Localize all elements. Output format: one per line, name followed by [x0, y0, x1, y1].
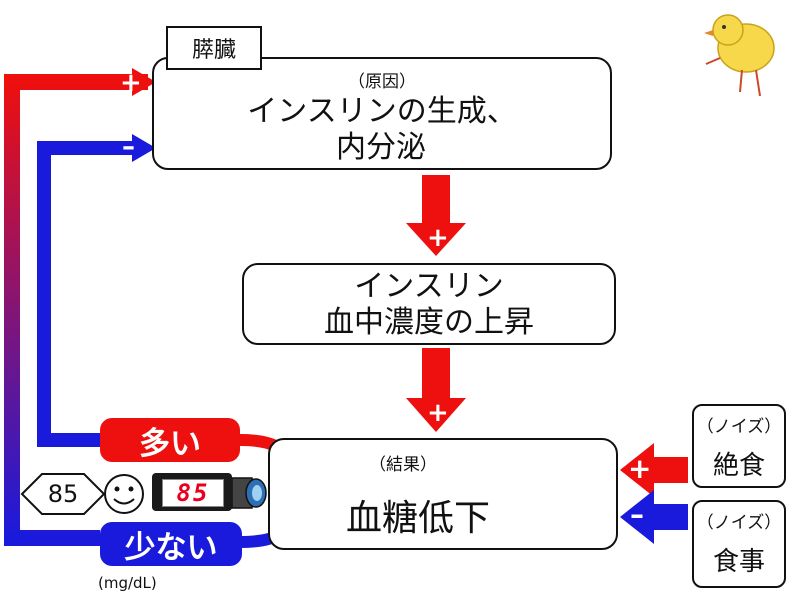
cause-box: （原因） インスリンの生成、 内分泌 — [152, 57, 612, 170]
plus-sign-arrow-2: + — [427, 398, 449, 428]
plus-sign-outer: + — [120, 68, 142, 98]
minus-sign-meal: – — [630, 498, 644, 531]
arrow-meal-to-result — [620, 490, 688, 544]
noise-fasting-box: （ノイズ） 絶食 — [692, 404, 786, 488]
outer-loop-arrowhead — [132, 68, 156, 96]
cause-line-1: インスリンの生成、 — [247, 94, 517, 129]
glucose-meter: 85 — [152, 473, 232, 511]
noise-meal-box: （ノイズ） 食事 — [692, 500, 786, 588]
meter-value: 85 — [47, 480, 79, 508]
smiley-icon — [104, 474, 144, 514]
cause-line-2: 内分泌 — [336, 130, 426, 165]
unit-label: (mg/dL) — [98, 574, 157, 592]
noise-meal-label: 食事 — [712, 547, 765, 577]
outer-feedback-loop — [4, 74, 148, 546]
arrow-fasting-to-result — [620, 443, 688, 497]
low-pill: 少ない — [100, 522, 242, 566]
inner-feedback-loop — [37, 141, 136, 447]
result-label: 血糖低下 — [345, 498, 490, 539]
sensor-icon — [231, 477, 267, 509]
insulin-line-2: 血中濃度の上昇 — [324, 305, 534, 340]
noise-fasting-subtitle: （ノイズ） — [696, 417, 782, 437]
plus-sign-arrow-1: + — [427, 223, 449, 253]
minus-sign-inner: – — [122, 132, 135, 162]
cause-subtitle: （原因） — [348, 72, 416, 92]
plus-sign-fasting: + — [628, 452, 652, 485]
noise-meal-subtitle: （ノイズ） — [696, 513, 782, 533]
arrow-pancreas-to-insulin — [406, 175, 466, 256]
noise-fasting-label: 絶食 — [712, 451, 765, 481]
chick-illustration — [704, 14, 775, 97]
result-box: （結果） 血糖低下 — [268, 438, 618, 550]
result-subtitle: （結果） — [369, 455, 437, 475]
pancreas-label: 膵臓 — [166, 26, 262, 70]
glucose-meter-display: 85 — [162, 479, 224, 507]
arrow-insulin-to-result — [406, 348, 466, 432]
high-pill: 多い — [100, 418, 240, 462]
insulin-box: インスリン 血中濃度の上昇 — [242, 263, 616, 345]
insulin-line-1: インスリン — [354, 269, 504, 304]
inner-loop-arrowhead — [132, 134, 156, 162]
